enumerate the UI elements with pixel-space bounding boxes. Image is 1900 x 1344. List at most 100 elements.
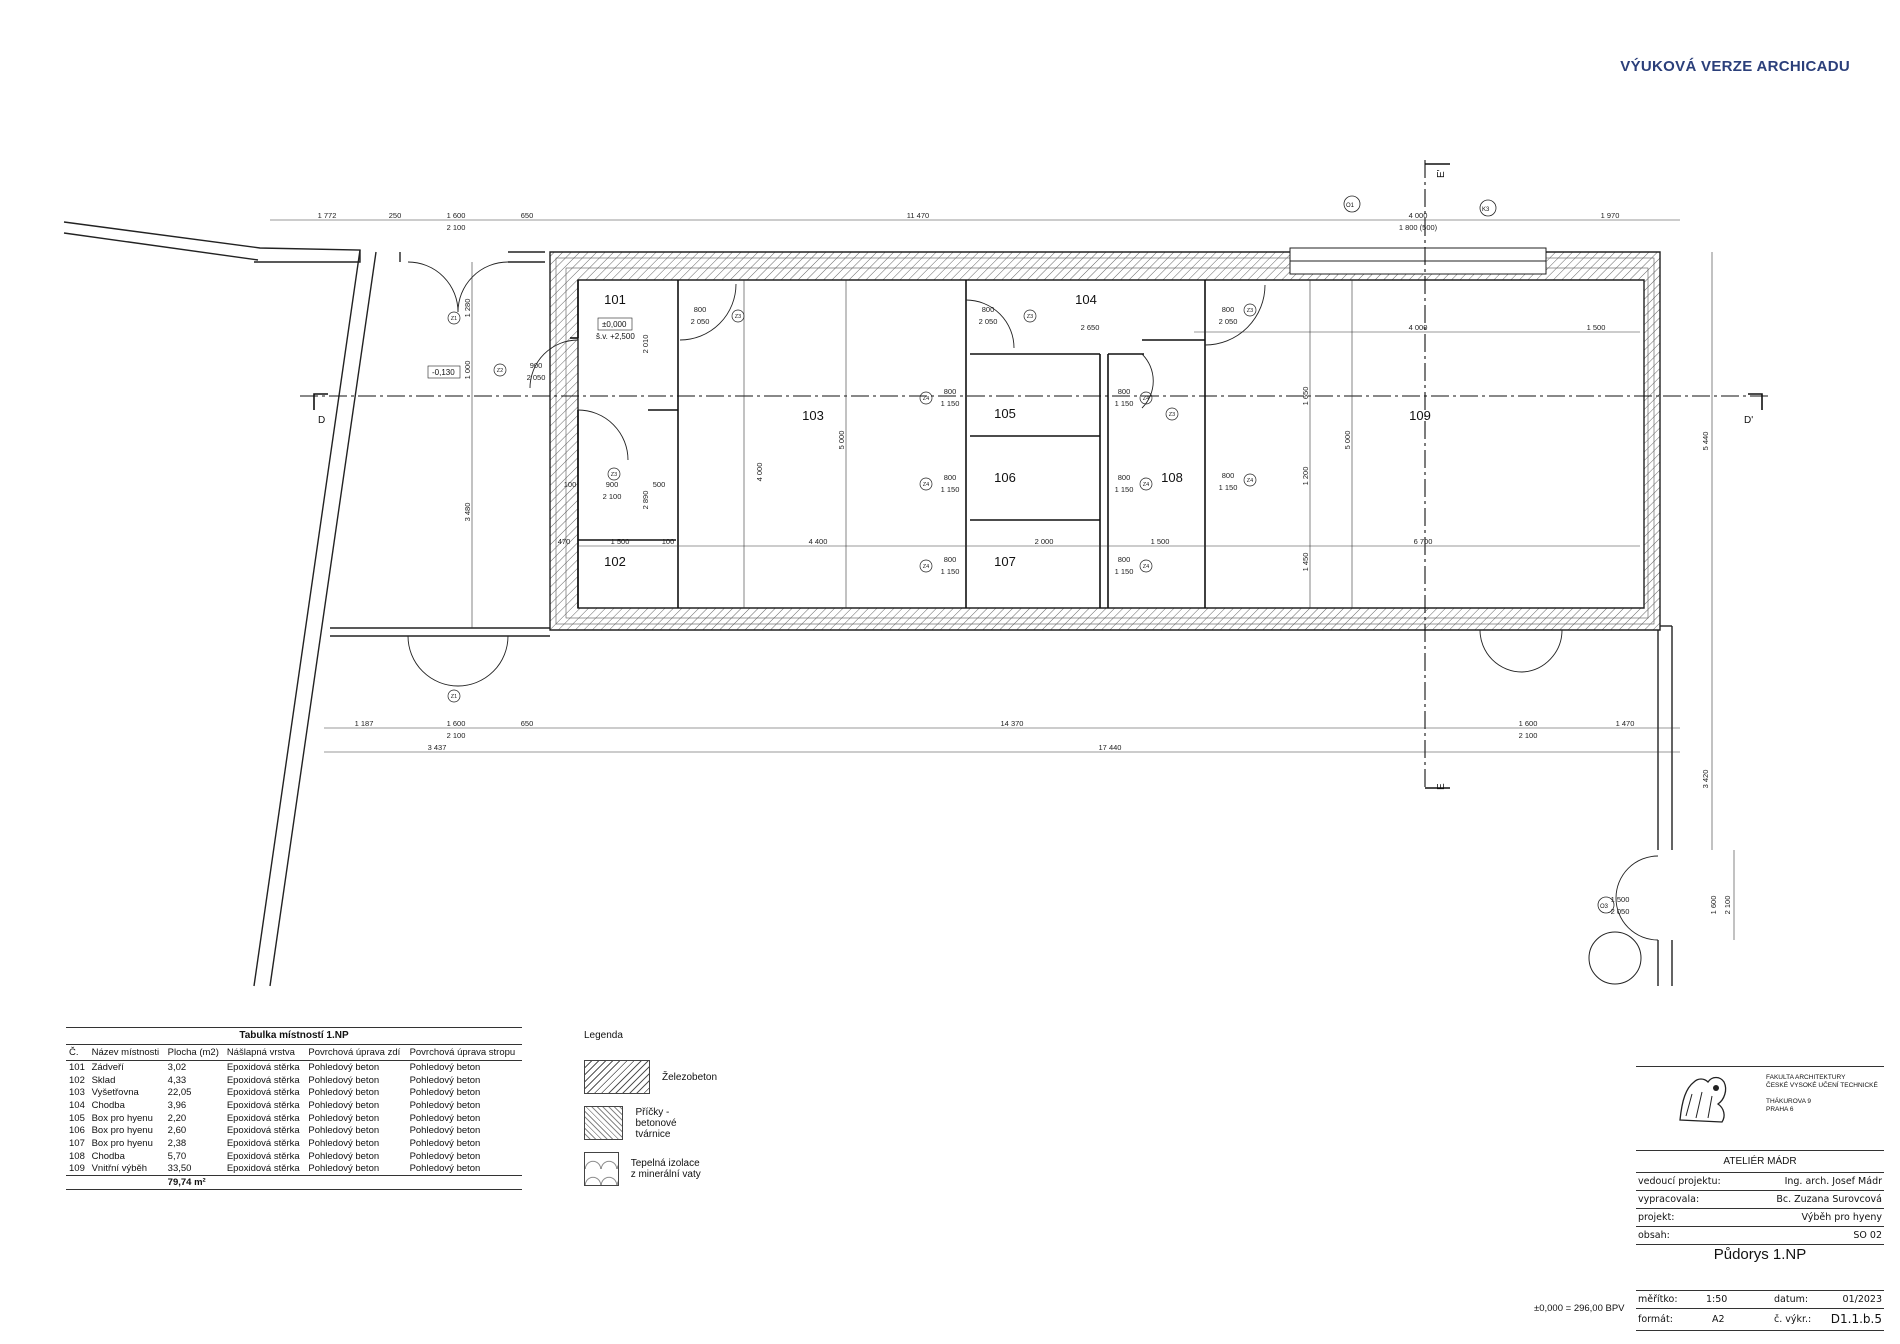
dim-inner-25: 2 010 xyxy=(641,335,650,354)
scale-label: měřítko: xyxy=(1638,1294,1678,1305)
svg-text:800: 800 xyxy=(1118,555,1131,564)
dim-inner-20: 500 xyxy=(653,480,666,489)
level-value: ±0,000 xyxy=(602,320,627,329)
door-tag: Z3 xyxy=(1169,412,1175,418)
grid-label-o1: O1 xyxy=(1346,203,1355,209)
dim-inner-3: 1 500 xyxy=(1587,323,1606,332)
ext-level: -0,130 xyxy=(432,368,455,377)
dim-bot-5b: 2 100 xyxy=(1519,731,1538,740)
svg-text:800: 800 xyxy=(944,555,957,564)
svg-text:1 150: 1 150 xyxy=(941,399,960,408)
dim-top-7: 1 970 xyxy=(1601,211,1620,220)
legend-item-insulation: Tepelná izolace z minerální vaty xyxy=(584,1152,703,1186)
dim-inner-5: 4 400 xyxy=(809,537,828,546)
room-label-108: 108 xyxy=(1161,470,1183,485)
bpv-note: ±0,000 = 296,00 BPV xyxy=(1534,1303,1625,1314)
section-labels: D D' E E' O1 K3 O3 xyxy=(318,169,1753,910)
room-numbers: 101 102 103 104 105 106 107 108 109 xyxy=(604,292,1431,569)
room-label-109: 109 xyxy=(1409,408,1431,423)
svg-text:1 500: 1 500 xyxy=(1611,895,1630,904)
section-arrows xyxy=(313,163,1763,789)
tb-row-project: projekt:Výběh pro hyeny xyxy=(1638,1212,1882,1223)
table-total-row: 79,74 m² xyxy=(66,1175,522,1190)
door-tag: Z4 xyxy=(1247,478,1253,484)
drawing-no-label: č. výkr.: xyxy=(1774,1314,1812,1325)
section-lines xyxy=(300,160,1768,790)
svg-text:2 050: 2 050 xyxy=(1611,907,1630,916)
dim-inner-9: 4 000 xyxy=(755,463,764,482)
tb-row-content: obsah:SO 02 xyxy=(1638,1230,1882,1241)
dim-inner-22: 470 xyxy=(558,537,571,546)
grid-marks xyxy=(1343,195,1642,985)
door-tag: Z3 xyxy=(735,314,741,320)
section-label-e2: E' xyxy=(1436,169,1447,178)
dim-inner-10: 5 000 xyxy=(837,431,846,450)
grid-label-k3: K3 xyxy=(1482,207,1490,213)
dim-top-1: 1 772 xyxy=(318,211,337,220)
svg-text:800: 800 xyxy=(982,305,995,314)
format-value: A2 xyxy=(1712,1314,1725,1325)
dim-inner-8: 6 700 xyxy=(1414,537,1433,546)
svg-text:2 050: 2 050 xyxy=(691,317,710,326)
dim-top-3b: 2 100 xyxy=(447,223,466,232)
block-swatch xyxy=(584,1106,624,1140)
tb-row-supervisor: vedoucí projektu:Ing. arch. Josef Mádr xyxy=(1638,1176,1882,1187)
legend-title: Legenda xyxy=(584,1030,623,1041)
svg-text:2 050: 2 050 xyxy=(527,373,546,382)
svg-text:800: 800 xyxy=(944,387,957,396)
svg-text:1 150: 1 150 xyxy=(1115,399,1134,408)
dim-inner-13: 1 200 xyxy=(1301,467,1310,486)
grid-label-o3: O3 xyxy=(1600,904,1609,910)
doors xyxy=(407,261,1659,941)
legend-item-concrete: Železobeton xyxy=(584,1060,717,1094)
svg-text:2 050: 2 050 xyxy=(1219,317,1238,326)
level-sub: š.v. +2,500 xyxy=(596,332,635,341)
svg-text:1 150: 1 150 xyxy=(1115,567,1134,576)
dim-top-6: 4 000 xyxy=(1409,211,1428,220)
room-label-104: 104 xyxy=(1075,292,1097,307)
section-label-e: E xyxy=(1436,783,1447,790)
dim-bot2-1: 3 437 xyxy=(428,743,447,752)
window xyxy=(1289,247,1547,275)
svg-text:800: 800 xyxy=(1222,471,1235,480)
sheet-title: Půdorys 1.NP xyxy=(1713,1246,1807,1263)
svg-text:1 150: 1 150 xyxy=(941,567,960,576)
svg-text:800: 800 xyxy=(1118,387,1131,396)
door-tag: Z4 xyxy=(1143,396,1149,402)
room-table-title: Tabulka místností 1.NP xyxy=(66,1027,522,1045)
dim-inner-19: 2 100 xyxy=(603,492,622,501)
insulation-swatch xyxy=(584,1152,619,1186)
dim-inner-2: 4 000 xyxy=(1409,323,1428,332)
door-labels: 800 2 050 800 2 050 800 2 050 900 2 050 800 1… xyxy=(527,305,1630,916)
door-tag: Z1 xyxy=(451,316,457,322)
date-label: datum: xyxy=(1774,1294,1809,1305)
dim-inner-15: 3 480 xyxy=(463,503,472,522)
dimension-lines xyxy=(270,219,1735,940)
door-tag: Z2 xyxy=(497,368,503,374)
door-tag: Z4 xyxy=(923,564,929,570)
dim-bot-5: 1 600 xyxy=(1519,719,1538,728)
legend: Legenda Železobeton Příčky - betonové tv… xyxy=(584,1030,717,1186)
dim-inner-14: 1 450 xyxy=(1301,553,1310,572)
room-label-103: 103 xyxy=(802,408,824,423)
title-block: FAKULTA ARCHITEKTURY ČESKÉ VYSOKÉ UČENÍ … xyxy=(1636,1066,1884,1332)
door-tag: Z3 xyxy=(1247,308,1253,314)
dim-bot-2b: 2 100 xyxy=(447,731,466,740)
university-logo-icon xyxy=(1679,1076,1727,1123)
dim-inner-6: 2 000 xyxy=(1035,537,1054,546)
svg-text:800: 800 xyxy=(1118,473,1131,482)
section-label-d: D xyxy=(318,415,325,426)
dim-inner-23: 100 xyxy=(662,537,675,546)
svg-text:900: 900 xyxy=(530,361,543,370)
room-label-107: 107 xyxy=(994,554,1016,569)
room-label-106: 106 xyxy=(994,470,1016,485)
enclosure-walls xyxy=(63,221,1673,987)
dim-top-4: 650 xyxy=(521,211,534,220)
dim-right-3b: 2 100 xyxy=(1723,896,1732,915)
scale-value: 1:50 xyxy=(1706,1294,1728,1305)
dim-right-3: 1 600 xyxy=(1709,896,1718,915)
drawing-no-value: D1.1.b.5 xyxy=(1830,1312,1882,1326)
